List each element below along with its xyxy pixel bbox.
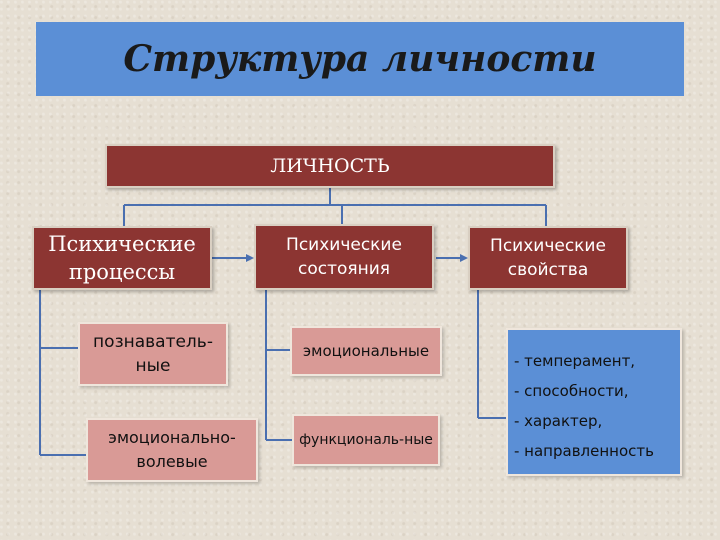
properties-list: - темперамент, - способности, - характер… (506, 328, 682, 476)
node-emotional: эмоциональные (290, 326, 442, 376)
node-functional-label: функциональ-ные (299, 431, 433, 448)
root-node: ЛИЧНОСТЬ (105, 144, 555, 188)
node-cognitive-label: познаватель-ные (93, 332, 213, 376)
heading-processes-label: Психические процессы (48, 232, 196, 284)
heading-properties: Психические свойства (468, 226, 628, 290)
property-item: - направленность (514, 442, 654, 460)
heading-states-label: Психические состояния (286, 235, 402, 279)
heading-properties-label: Психические свойства (490, 236, 606, 280)
property-item: - характер, (514, 412, 603, 430)
node-functional: функциональ-ные (292, 414, 440, 466)
heading-processes: Психические процессы (32, 226, 212, 290)
heading-states: Психические состояния (254, 224, 434, 290)
page-title: Структура личности (123, 38, 597, 80)
node-cognitive: познаватель-ные (78, 322, 228, 386)
property-item: - способности, (514, 382, 629, 400)
node-emotional-label: эмоциональные (302, 342, 430, 360)
root-label: ЛИЧНОСТЬ (270, 155, 390, 177)
node-emotional-volitional-label: эмоционально-волевые (108, 428, 236, 471)
title-bar: Структура личности (36, 22, 684, 96)
property-item: - темперамент, (514, 352, 636, 370)
node-emotional-volitional: эмоционально-волевые (86, 418, 258, 482)
